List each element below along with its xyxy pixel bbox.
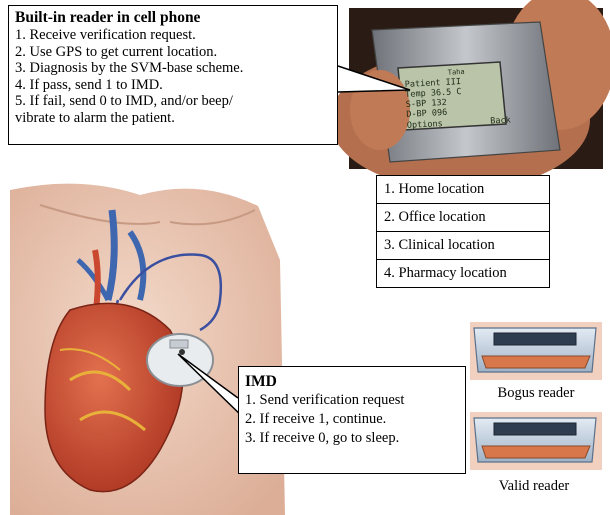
- location-cell: 4. Pharmacy location: [377, 260, 550, 288]
- imd-step: 2. If receive 1, continue.: [245, 410, 459, 429]
- location-row: 1. Home location: [377, 176, 550, 204]
- phone-step: 2. Use GPS to get current location.: [15, 44, 331, 61]
- location-row: 3. Clinical location: [377, 232, 550, 260]
- imd-callout-title: IMD: [245, 372, 459, 391]
- bogus-reader-image: [470, 322, 602, 380]
- phone-callout-steps: 1. Receive verification request. 2. Use …: [15, 27, 331, 126]
- location-cell: 3. Clinical location: [377, 232, 550, 260]
- imd-step: 1. Send verification request: [245, 391, 459, 410]
- valid-reader-image: [470, 412, 602, 470]
- phone-step: 5. If fail, send 0 to IMD, and/or beep/: [15, 93, 331, 110]
- phone-screen-text: Taha Patient III Temp 36.5 C S-BP 132 D-…: [404, 65, 511, 131]
- location-row: 4. Pharmacy location: [377, 260, 550, 288]
- phone-callout-title: Built-in reader in cell phone: [15, 9, 331, 27]
- location-cell: 2. Office location: [377, 204, 550, 232]
- phone-step: 1. Receive verification request.: [15, 27, 331, 44]
- phone-reader-callout: Built-in reader in cell phone 1. Receive…: [8, 5, 338, 145]
- bogus-reader-label: Bogus reader: [476, 385, 596, 402]
- phone-step: 4. If pass, send 1 to IMD.: [15, 77, 331, 94]
- phone-softkey-right[interactable]: Back: [490, 115, 511, 126]
- location-cell: 1. Home location: [377, 176, 550, 204]
- location-table: 1. Home location 2. Office location 3. C…: [376, 175, 550, 288]
- imd-callout-steps: 1. Send verification request 2. If recei…: [245, 391, 459, 448]
- location-row: 2. Office location: [377, 204, 550, 232]
- phone-step: vibrate to alarm the patient.: [15, 110, 331, 127]
- imd-step: 3. If receive 0, go to sleep.: [245, 429, 459, 448]
- phone-step: 3. Diagnosis by the SVM-base scheme.: [15, 60, 331, 77]
- imd-callout: IMD 1. Send verification request 2. If r…: [238, 366, 466, 474]
- valid-reader-label: Valid reader: [474, 478, 594, 495]
- phone-softkey-left[interactable]: Options: [407, 119, 443, 131]
